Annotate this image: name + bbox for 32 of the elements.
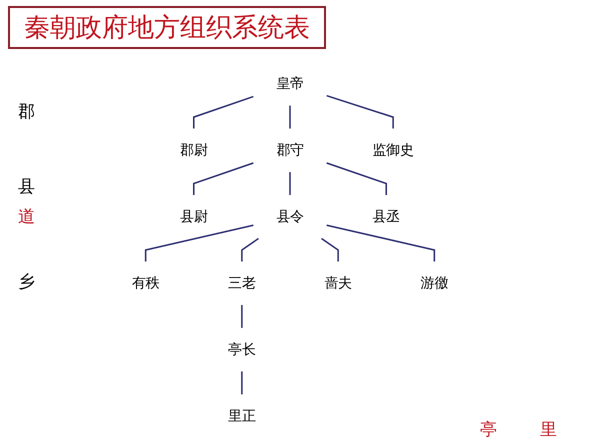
node-text: 监御史 <box>372 142 414 158</box>
level-label: 乡 <box>18 271 35 293</box>
connector <box>289 106 291 129</box>
node-text: 三老 <box>228 275 256 292</box>
node-text: 游徼 <box>420 275 448 292</box>
connector <box>193 96 254 129</box>
connector <box>144 224 254 262</box>
connector <box>326 224 436 262</box>
node-text: 郡尉 <box>180 142 208 158</box>
connector <box>241 238 259 262</box>
level-label: 县 <box>18 176 35 198</box>
node-text: 有秩 <box>132 275 160 292</box>
connector <box>193 162 254 195</box>
connector <box>321 238 339 262</box>
connector <box>241 305 243 328</box>
connector <box>289 172 291 195</box>
level-label: 亭 <box>480 419 497 441</box>
node-text: 啬夫 <box>324 275 352 292</box>
node-text: 里正 <box>228 408 256 424</box>
node-text: 亭长 <box>228 342 256 358</box>
title: 秦朝政府地方组织系统表 <box>8 6 326 49</box>
node-text: 郡守 <box>276 142 304 158</box>
node-text: 县令 <box>276 208 304 225</box>
level-label: 郡 <box>18 101 35 123</box>
connector <box>326 94 394 129</box>
level-label: 道 <box>18 206 35 228</box>
level-label: 里 <box>540 419 557 441</box>
node-text: 县丞 <box>372 208 400 225</box>
connector <box>326 162 387 195</box>
connector <box>241 371 243 394</box>
node-text: 皇帝 <box>276 76 304 92</box>
node-text: 县尉 <box>180 208 208 225</box>
